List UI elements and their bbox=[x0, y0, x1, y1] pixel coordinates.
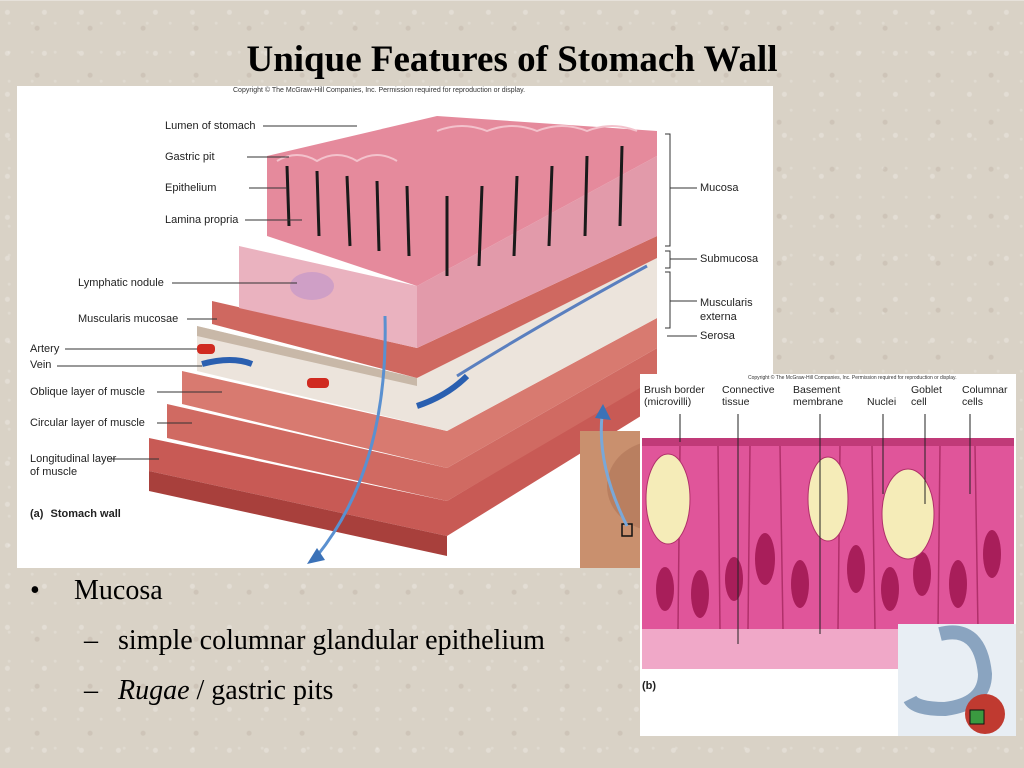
label-connective-tissue: Connective tissue bbox=[722, 384, 775, 408]
figure-b-caption: (b) bbox=[642, 680, 657, 692]
mucosa-side bbox=[417, 156, 657, 348]
artery-vessel bbox=[197, 344, 215, 354]
figure-a-letter: (a) bbox=[30, 508, 44, 520]
label-of-muscle: of muscle bbox=[30, 466, 78, 478]
bullet-item-mucosa: • Mucosa bbox=[30, 575, 163, 607]
label-muscularis-mucosae: Muscularis mucosae bbox=[78, 313, 179, 325]
label-columnar-cells: Columnar cells bbox=[962, 384, 1008, 408]
label-mucosa: Mucosa bbox=[700, 182, 739, 194]
columnar-epithelium-figure: Copyright © The McGraw-Hill Companies, I… bbox=[640, 374, 1016, 736]
label-basement-membrane: Basement membrane bbox=[793, 384, 844, 408]
magnify-arrow-down bbox=[315, 315, 387, 557]
label-nuclei: Nuclei bbox=[867, 396, 897, 408]
vein-vessel bbox=[201, 357, 254, 367]
bullet-text: simple columnar glandular epithelium bbox=[118, 625, 545, 656]
bullet-marker: • bbox=[30, 575, 40, 606]
label-submucosa: Submucosa bbox=[700, 253, 759, 265]
figure-a-caption: (a) Stomach wall bbox=[30, 508, 121, 520]
mucosa-front bbox=[239, 246, 417, 348]
figure-b-copyright: Copyright © The McGraw-Hill Companies, I… bbox=[748, 375, 957, 381]
muscularis-mucosae-layer bbox=[212, 236, 657, 378]
nucleus bbox=[656, 567, 674, 611]
circular-muscle-layer bbox=[167, 348, 657, 501]
label-circular-layer: Circular layer of muscle bbox=[30, 417, 145, 429]
label-vein: Vein bbox=[30, 359, 52, 371]
label-longitudinal-layer: Longitudinal layer bbox=[30, 453, 117, 465]
bullet-item-epithelium: –simple columnar glandular epithelium bbox=[84, 625, 545, 657]
label-artery: Artery bbox=[30, 343, 60, 355]
background-tile-line bbox=[0, 0, 1024, 1]
label-brush-border: Brush border (microvilli) bbox=[644, 384, 705, 408]
figure-a-copyright: Copyright © The McGraw-Hill Companies, I… bbox=[233, 87, 526, 94]
label-serosa: Serosa bbox=[700, 330, 735, 342]
label-epithelium: Epithelium bbox=[165, 182, 217, 194]
bullet-item-rugae: –Rugae / gastric pits bbox=[84, 675, 333, 707]
brush-border bbox=[642, 438, 1014, 446]
bullet-marker: – bbox=[84, 625, 98, 656]
figure-a-caption-text: Stomach wall bbox=[50, 508, 121, 520]
label-goblet-cell: Goblet cell bbox=[911, 384, 942, 408]
longitudinal-muscle-layer bbox=[149, 376, 657, 536]
label-gastric-pit: Gastric pit bbox=[165, 151, 215, 163]
mucosa-top bbox=[267, 116, 657, 286]
goblet-cell bbox=[645, 453, 691, 545]
label-lumen-of-stomach: Lumen of stomach bbox=[165, 120, 256, 132]
bullet-marker: – bbox=[84, 675, 98, 706]
label-lymphatic-nodule: Lymphatic nodule bbox=[78, 277, 164, 289]
label-oblique-layer: Oblique layer of muscle bbox=[30, 386, 145, 398]
bullet-italic-text: Rugae bbox=[118, 675, 190, 706]
lymphatic-nodule bbox=[290, 272, 334, 300]
oblique-muscle-layer bbox=[182, 318, 657, 468]
label-lamina-propria: Lamina propria bbox=[165, 214, 239, 226]
label-externa: externa bbox=[700, 311, 737, 323]
slide-title: Unique Features of Stomach Wall bbox=[246, 39, 778, 80]
bullet-text: / gastric pits bbox=[189, 675, 334, 706]
magnify-arrow-up bbox=[599, 415, 629, 527]
bullet-text: Mucosa bbox=[74, 575, 163, 606]
columnar-epithelium-illustration bbox=[642, 414, 1016, 736]
label-muscularis: Muscularis bbox=[700, 297, 753, 309]
